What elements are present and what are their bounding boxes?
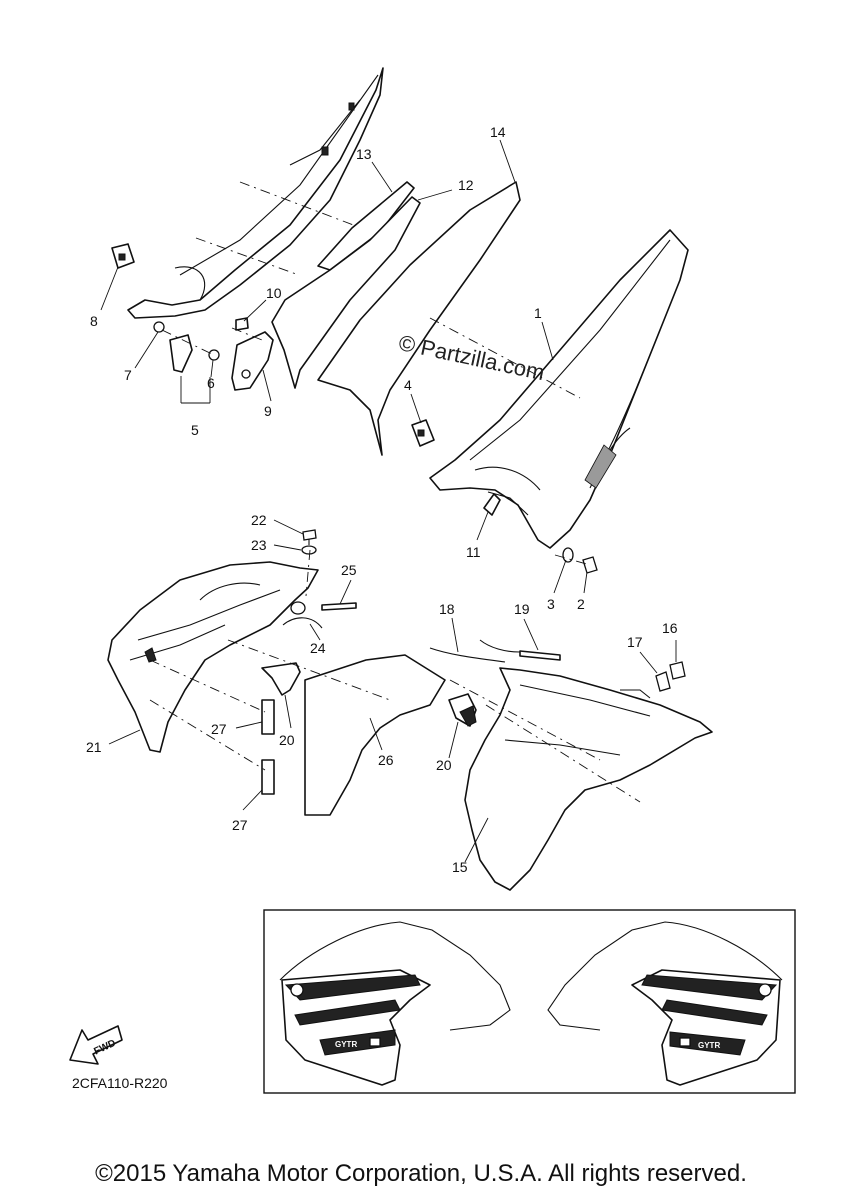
air-scoop-left-21[interactable] — [107, 561, 319, 753]
callout-20-right: 20 — [436, 757, 452, 773]
washer-3[interactable] — [562, 547, 574, 563]
graphic-decal-left-28[interactable]: GYTR — [279, 921, 511, 1086]
callout-26: 26 — [378, 752, 394, 768]
callout-3: 3 — [547, 596, 555, 612]
damper-strip-25[interactable] — [321, 602, 357, 611]
bolt-2[interactable] — [582, 556, 598, 574]
damper-strip-19[interactable] — [519, 650, 561, 661]
callout-9: 9 — [264, 403, 272, 419]
watermark: © Partzilla.com — [397, 330, 547, 385]
callout-25: 25 — [341, 562, 357, 578]
callout-15: 15 — [452, 859, 468, 875]
clip-nut[interactable] — [111, 243, 135, 269]
leader-lines — [100, 139, 677, 1056]
callout-2: 2 — [577, 596, 585, 612]
callout-27-lower: 27 — [232, 817, 248, 833]
clip-nut-4[interactable] — [411, 419, 435, 447]
callout-5: 5 — [191, 422, 199, 438]
cover-sheet-26[interactable] — [304, 654, 446, 816]
callout-27-upper: 27 — [211, 721, 227, 737]
callout-6: 6 — [207, 375, 215, 391]
diagram-code: 2CFA110-R220 — [72, 1075, 168, 1091]
callout-16: 16 — [662, 620, 678, 636]
graphics-kit-inset: GYTR GYTR — [263, 909, 796, 1094]
side-cover-right-1[interactable] — [429, 229, 689, 549]
side-panel-12[interactable] — [271, 196, 421, 389]
callout-4: 4 — [404, 377, 412, 393]
callout-21: 21 — [86, 739, 102, 755]
callout-12: 12 — [458, 177, 474, 193]
collar-23[interactable] — [301, 545, 317, 555]
bolt-16[interactable] — [669, 661, 686, 680]
side-cover-left-upper[interactable] — [127, 67, 384, 319]
pad-20-right[interactable] — [448, 693, 477, 727]
decal-right-brand: GYTR — [698, 1041, 720, 1050]
damper-strip-18[interactable] — [429, 639, 521, 663]
side-cover-sheet-14[interactable] — [317, 181, 521, 456]
copyright-notice: ©2015 Yamaha Motor Corporation, U.S.A. A… — [95, 1160, 747, 1187]
damper-strip-24[interactable] — [282, 617, 323, 629]
callout-11: 11 — [466, 544, 481, 560]
decal-left-brand: GYTR — [335, 1040, 357, 1049]
callout-20-left: 20 — [279, 732, 295, 748]
bolt-22[interactable] — [302, 529, 317, 545]
callout-17: 17 — [627, 634, 643, 650]
alignment-lines — [149, 181, 641, 803]
callout-18: 18 — [439, 601, 455, 617]
damper-11[interactable] — [483, 493, 501, 516]
callout-24: 24 — [310, 640, 326, 656]
pad-20-left[interactable] — [261, 662, 301, 696]
callout-10: 10 — [266, 285, 282, 301]
callout-8: 8 — [90, 313, 98, 329]
callout-23: 23 — [251, 537, 267, 553]
callout-22: 22 — [251, 512, 267, 528]
callout-19: 19 — [514, 601, 530, 617]
fwd-arrow-icon: FWD — [69, 1025, 123, 1065]
air-scoop-right-15[interactable] — [464, 667, 713, 891]
graphic-decal-right-29[interactable]: GYTR — [547, 921, 783, 1086]
sticker-27-upper[interactable] — [261, 699, 275, 735]
callout-7: 7 — [124, 367, 132, 383]
mounting-bracket-assembly[interactable] — [153, 317, 274, 391]
collar-17[interactable] — [655, 671, 671, 692]
callout-1: 1 — [534, 305, 542, 321]
sticker-27-lower[interactable] — [261, 759, 275, 795]
callout-13: 13 — [356, 146, 372, 162]
watermark-text: © Partzilla.com — [397, 330, 547, 385]
callout-14: 14 — [490, 124, 506, 140]
